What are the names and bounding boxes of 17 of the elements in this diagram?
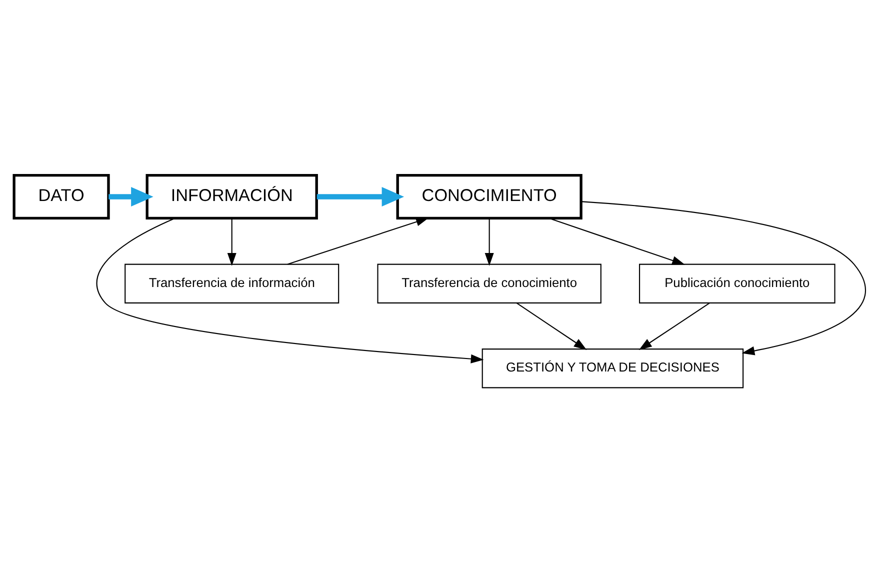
arrow <box>287 216 429 264</box>
arrow <box>581 200 866 355</box>
arrow <box>516 302 587 350</box>
node-box: CONOCIMIENTO <box>396 173 582 220</box>
arrow <box>108 186 154 206</box>
arrow <box>484 218 494 266</box>
node-box: Publicación conocimiento <box>638 263 836 303</box>
node-box: GESTIÓN Y TOMA DE DECISIONES <box>482 348 744 388</box>
node-box: INFORMACIÓN <box>146 173 318 220</box>
arrow <box>548 217 686 264</box>
arrow <box>227 218 236 266</box>
node-box: Transferencia de conocimiento <box>377 263 602 303</box>
node-box: DATO <box>12 173 110 220</box>
arrow <box>96 217 484 363</box>
arrow <box>316 186 404 206</box>
node-box: Transferencia de información <box>124 263 340 303</box>
arrow <box>638 302 710 350</box>
